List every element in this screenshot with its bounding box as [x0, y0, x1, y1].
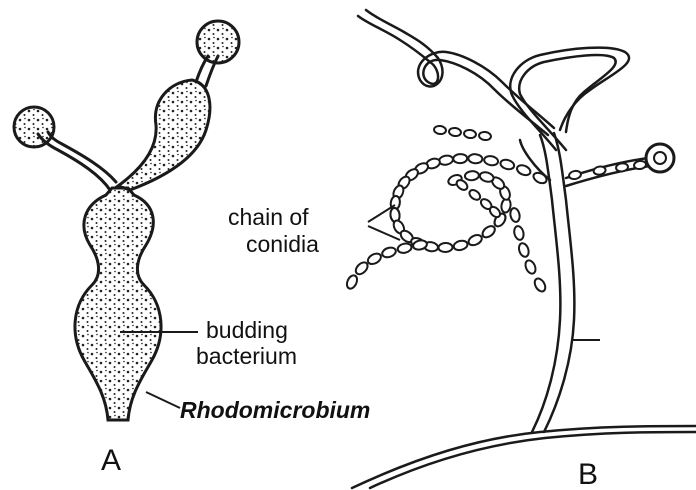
conidium [523, 259, 537, 275]
conidium [449, 127, 462, 137]
coiled-filament-outer [366, 10, 554, 128]
conidia-chains [345, 125, 647, 293]
right-hypha-upper-cell [118, 80, 210, 190]
conidium [468, 188, 482, 202]
conidium [345, 274, 359, 291]
conidium [453, 239, 469, 251]
conidium [499, 158, 515, 171]
conidium [468, 154, 483, 164]
conidium [616, 163, 629, 173]
substrate-hypha [352, 426, 696, 488]
side-branch-tip-cell [646, 144, 674, 172]
conidium [517, 242, 530, 258]
conidium [438, 155, 453, 166]
upper-loop-filament [510, 48, 629, 150]
upper-loop-filament-outer [519, 55, 615, 150]
panel-b-label: B [578, 458, 598, 490]
chain-label-line1: chain of [228, 204, 309, 230]
conidium [438, 243, 452, 253]
conidium [453, 154, 467, 164]
conidium [634, 160, 647, 170]
left-terminal-bud [14, 107, 54, 147]
conidium [513, 225, 525, 241]
top-terminal-bud [197, 21, 239, 63]
budding-label-line2: bacterium [196, 343, 297, 369]
conidium [464, 129, 477, 139]
conidium [483, 155, 498, 166]
conidium [479, 171, 495, 184]
chain-label-line2: conidia [246, 231, 319, 257]
conidium [533, 277, 548, 294]
conidium [366, 251, 383, 266]
conidium [381, 246, 397, 259]
conidium [516, 163, 532, 177]
conidium [532, 171, 549, 186]
conidium [465, 171, 480, 181]
conidium [467, 233, 484, 247]
organism-leader-line [146, 392, 180, 408]
conidium [509, 207, 521, 222]
left-hypha-outer [48, 132, 116, 182]
panel-a-label: A [101, 444, 121, 477]
budding-bacterium-body [75, 188, 161, 420]
conidium [397, 242, 413, 254]
conidium [479, 131, 492, 141]
conidium [480, 224, 497, 240]
conidium [434, 125, 447, 135]
organism-label: Rhodomicrobium [180, 397, 370, 423]
coiled-filament [358, 16, 548, 135]
budding-label-line1: budding [206, 317, 288, 343]
conidium [568, 170, 581, 180]
conidium [593, 166, 606, 176]
